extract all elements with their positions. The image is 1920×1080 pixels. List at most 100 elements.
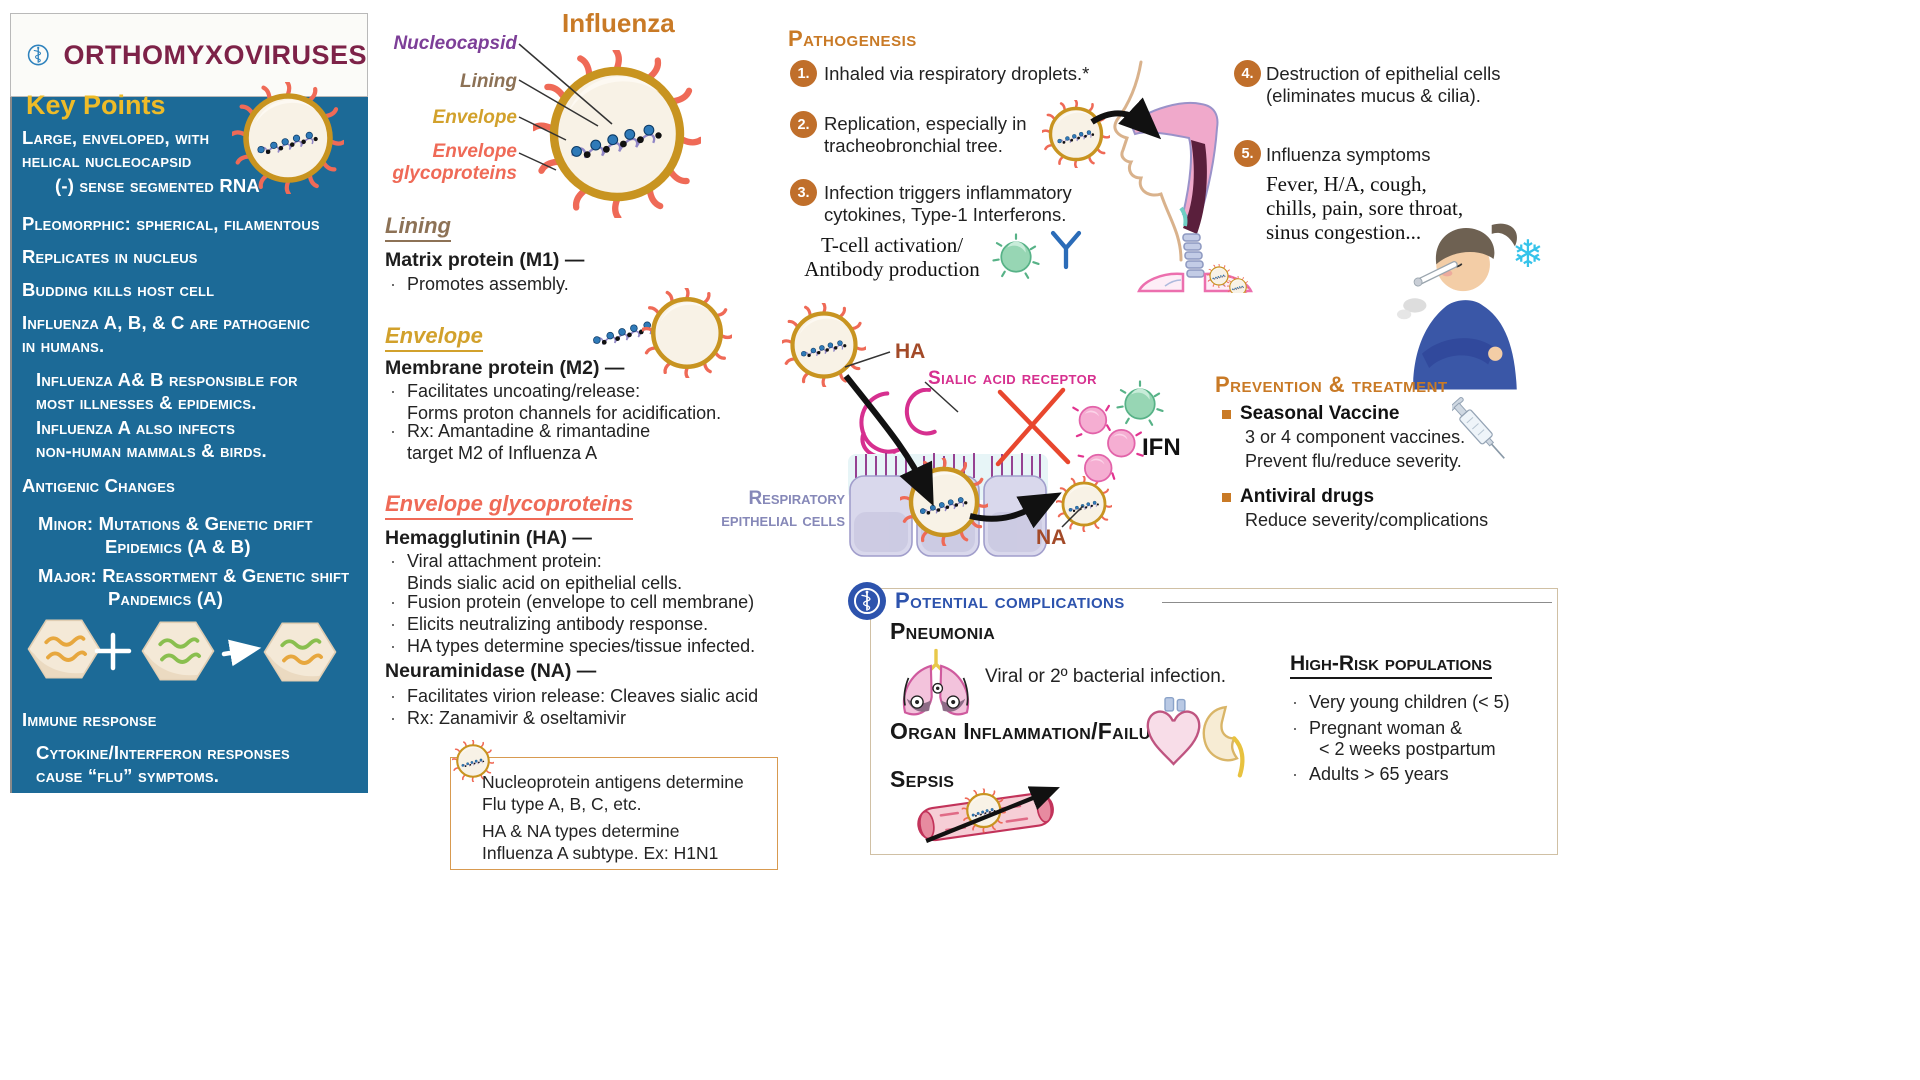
na-bullet: Rx: Zanamivir & oseltamivir [407, 708, 627, 728]
rod-of-asclepius-icon [848, 582, 886, 620]
bullet-dot: · [1292, 764, 1298, 784]
key-point: Influenza A also infects non-human mamma… [36, 417, 267, 461]
lungs-icon [893, 648, 979, 720]
step-number: 3. [790, 179, 817, 206]
bullet-dot: · [1292, 718, 1298, 738]
section-heading-envelope: Envelope [385, 323, 483, 352]
syringe-icon [1452, 392, 1510, 472]
subtype-note-box [450, 757, 778, 870]
bullet-dot: · [390, 636, 396, 656]
ha-label: HA [895, 340, 926, 363]
pneumonia-text: Viral or 2º bacterial infection. [985, 666, 1227, 687]
blood-vessel-icon [898, 780, 1078, 852]
section-heading-glycoproteins: Envelope glycoproteins [385, 491, 634, 520]
antiviral-title: Antiviral drugs [1240, 486, 1375, 507]
key-point: Cytokine/Interferon responses cause “flu… [36, 742, 290, 786]
brand-header: ORTHOMYXOVIRUSES [10, 13, 368, 97]
label-envelope: Envelope [432, 107, 517, 128]
label-envelope-glycoproteins: Envelope glycoproteins [392, 141, 517, 184]
bullet-dot: · [390, 686, 396, 706]
key-point: Replicates in nucleus [22, 246, 198, 267]
high-risk-item: Adults > 65 years [1309, 764, 1449, 784]
antiviral-line: Reduce severity/complications [1245, 510, 1489, 530]
ifn-label: IFN [1142, 434, 1181, 461]
key-point: Budding kills host cell [22, 279, 215, 300]
key-point: Influenza A& B responsible for most illn… [36, 369, 298, 413]
hexagon-cell-mixed-icon [262, 617, 338, 687]
step-number: 4. [1234, 60, 1261, 87]
step-number: 2. [790, 111, 817, 138]
pathogenesis-step: Destruction of epithelial cells (elimina… [1266, 63, 1501, 106]
respiratory-tract-illustration [1095, 58, 1265, 293]
key-point: Large, enveloped, with helical nucleocap… [22, 127, 210, 171]
membrane-protein-label: Membrane protein (M2) — [385, 357, 625, 379]
bullet-dot: · [390, 592, 396, 612]
square-bullet-icon [1222, 493, 1231, 502]
key-point: Major: Reassortment & Genetic shift [38, 565, 350, 586]
symptoms-list: Fever, H/A, cough, chills, pain, sore th… [1266, 172, 1464, 244]
influenza-virus-diagram [533, 50, 701, 218]
note-flu-types: Nucleoprotein antigens determine Flu typ… [482, 772, 744, 814]
matrix-protein-label: Matrix protein (M1) — [385, 249, 585, 271]
tcell-note: T-cell activation/ Antibody production [804, 233, 980, 281]
pathogenesis-step: Replication, especially in tracheobronch… [824, 113, 1027, 156]
heart-kidney-icon [1143, 692, 1259, 782]
lining-bullet: Promotes assembly. [407, 274, 569, 294]
label-lining: Lining [460, 71, 517, 92]
hemagglutinin-label: Hemagglutinin (HA) — [385, 527, 592, 549]
vaccine-line: Prevent flu/reduce severity. [1245, 451, 1462, 471]
snowflake-icon: ❄ [1512, 234, 1544, 276]
pathogenesis-step: Influenza symptoms [1266, 144, 1431, 165]
key-point: Immune response [22, 709, 157, 730]
key-point: Influenza A, B, & C are pathogenic in hu… [22, 312, 311, 356]
label-nucleocapsid: Nucleocapsid [393, 33, 517, 54]
neuraminidase-label: Neuraminidase (NA) — [385, 660, 597, 682]
complications-heading: Potential complications [895, 588, 1125, 613]
sialic-acid-receptor-label: Sialic acid receptor [928, 368, 1097, 389]
bullet-dot: · [390, 274, 396, 294]
bullet-dot: · [390, 381, 396, 401]
hexagon-cell-green-icon [140, 616, 216, 686]
replicating-virus-icon [900, 458, 988, 546]
high-risk-heading: High-Risk populations [1290, 652, 1493, 679]
ha-bullet: Viral attachment protein: Binds sialic a… [407, 551, 683, 593]
page-title: ORTHOMYXOVIRUSES [63, 39, 367, 70]
bullet-dot: · [390, 551, 396, 571]
respiratory-epithelial-cells-label: Respiratory epithelial cells [721, 488, 845, 531]
influenza-title: Influenza [562, 8, 675, 38]
key-point: Antigenic Changes [22, 475, 175, 496]
step-number: 1. [790, 60, 817, 87]
envelope-bullet: Rx: Amantadine & rimantadine target M2 o… [407, 421, 651, 463]
tcell-icon [990, 231, 1042, 283]
ha-bullet: Elicits neutralizing antibody response. [407, 614, 709, 634]
hexagon-cell-orange-icon [26, 614, 102, 684]
attaching-virus-icon [782, 303, 866, 387]
bullet-dot: · [390, 614, 396, 634]
bullet-dot: · [390, 421, 396, 441]
vaccine-title: Seasonal Vaccine [1240, 403, 1400, 424]
rod-of-asclepius-icon [27, 31, 49, 79]
antibody-icon [1048, 230, 1084, 270]
ha-bullet: Fusion protein (envelope to cell membran… [407, 592, 755, 612]
high-risk-item: Pregnant woman & < 2 weeks postpartum [1309, 718, 1496, 759]
note-subtypes: HA & NA types determine Influenza A subt… [482, 821, 719, 863]
key-point: Pleomorphic: spherical, filamentous [22, 213, 320, 234]
step-number: 5. [1234, 140, 1261, 167]
bullet-dot: · [1292, 692, 1298, 712]
square-bullet-icon [1222, 410, 1231, 419]
ha-bullet: HA types determine species/tissue infect… [407, 636, 756, 656]
na-bullet: Facilitates virion release: Cleaves sial… [407, 686, 759, 706]
organ-failure-title: Organ Inflammation/Failure [890, 718, 1174, 744]
pneumonia-title: Pneumonia [890, 618, 996, 644]
heading-rule [1162, 602, 1552, 603]
complications-box [870, 588, 1558, 855]
key-points-heading: Key Points [26, 90, 166, 120]
prevention-heading: Prevention & treatment [1215, 372, 1448, 397]
pathogenesis-step: Infection triggers inflammatory cytokine… [824, 182, 1072, 225]
sepsis-title: Sepsis [890, 766, 955, 792]
key-point: Minor: Mutations & Genetic drift [38, 513, 313, 534]
key-point: Epidemics (A & B) [105, 536, 251, 557]
section-heading-lining: Lining [385, 213, 451, 242]
envelope-bullet: Facilitates uncoating/release: Forms pro… [407, 381, 722, 423]
